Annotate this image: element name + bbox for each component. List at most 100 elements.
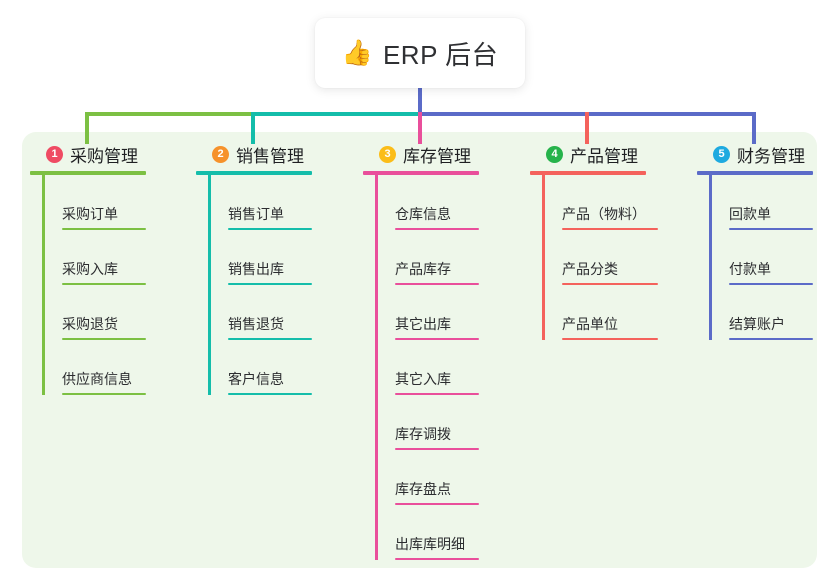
leaf-underline [729, 283, 813, 285]
leaf-item[interactable]: 销售出库 [196, 230, 346, 285]
branch-column-sales: 2 销售管理销售订单销售出库销售退货客户信息 [196, 140, 346, 395]
leaf-underline [729, 228, 813, 230]
leaf-label: 产品分类 [562, 261, 618, 277]
leaf-underline [62, 338, 146, 340]
leaf-item[interactable]: 库存调拨 [363, 395, 513, 450]
drop-finance [752, 112, 756, 144]
leaf-underline [228, 338, 312, 340]
leaf-spine-sales [208, 175, 211, 395]
branch-number-badge-purchasing: 1 [46, 145, 63, 163]
leaf-label: 其它出库 [395, 316, 451, 332]
leaf-item[interactable]: 采购退货 [30, 285, 180, 340]
leaf-item[interactable]: 采购入库 [30, 230, 180, 285]
branch-header-purchasing[interactable]: 1 采购管理 [30, 140, 180, 168]
drop-sales [251, 112, 255, 144]
branch-header-finance[interactable]: 5 财务管理 [697, 140, 827, 168]
branch-column-product: 4 产品管理产品（物料） 产品分类产品单位 [530, 140, 680, 340]
leaf-underline [62, 228, 146, 230]
leaf-item[interactable]: 销售订单 [196, 175, 346, 230]
leaf-label: 仓库信息 [395, 206, 451, 222]
leaf-label: 库存盘点 [395, 481, 451, 497]
drop-purchasing [85, 112, 89, 144]
leaf-underline [228, 393, 312, 395]
leaf-item[interactable]: 付款单 [697, 230, 827, 285]
leaf-label: 库存调拨 [395, 426, 451, 442]
branch-header-product[interactable]: 4 产品管理 [530, 140, 680, 168]
leaf-underline [62, 283, 146, 285]
leaf-spine-inventory [375, 175, 378, 560]
leaf-item[interactable]: 销售退货 [196, 285, 346, 340]
leaf-item[interactable]: 客户信息 [196, 340, 346, 395]
leaf-item[interactable]: 产品单位 [530, 285, 680, 340]
root-stem [418, 88, 422, 116]
branch-title-product: 产品管理 [570, 146, 638, 166]
branch-number-badge-product: 4 [546, 145, 563, 163]
drop-inventory [418, 112, 422, 144]
leaf-label: 采购订单 [62, 206, 118, 222]
leaf-spine-finance [709, 175, 712, 340]
leaf-underline [62, 393, 146, 395]
leaf-underline [395, 503, 479, 505]
root-node-title: ERP 后台 [382, 39, 499, 70]
leaf-label: 付款单 [729, 261, 771, 277]
leaf-underline [395, 448, 479, 450]
root-node-card[interactable]: 👍 ERP 后台 [315, 18, 525, 88]
leaf-label: 产品（物料） [562, 206, 646, 222]
leaf-spine-purchasing [42, 175, 45, 395]
branch-number-badge-sales: 2 [212, 145, 229, 163]
branch-title-sales: 销售管理 [236, 146, 304, 166]
leaf-underline [395, 228, 479, 230]
leaf-underline [228, 283, 312, 285]
leaf-item[interactable]: 仓库信息 [363, 175, 513, 230]
leaf-underline [562, 338, 658, 340]
leaf-underline [562, 228, 658, 230]
thumbs-up-emoji: 👍 [341, 38, 373, 67]
leaf-label: 供应商信息 [62, 371, 132, 387]
mindmap-panel [22, 132, 817, 568]
branch-underline-finance [697, 171, 813, 175]
branch-title-inventory: 库存管理 [403, 146, 471, 166]
leaf-item[interactable]: 库存盘点 [363, 450, 513, 505]
leaf-label: 采购入库 [62, 261, 118, 277]
leaf-item[interactable]: 产品（物料） [530, 175, 680, 230]
leaf-list-finance: 回款单付款单结算账户 [697, 175, 827, 340]
leaf-item[interactable]: 产品分类 [530, 230, 680, 285]
branch-title-purchasing: 采购管理 [70, 146, 138, 166]
leaf-underline [395, 558, 479, 560]
leaf-item[interactable]: 产品库存 [363, 230, 513, 285]
leaf-label: 销售退货 [228, 316, 284, 332]
leaf-underline [729, 338, 813, 340]
leaf-item[interactable]: 采购订单 [30, 175, 180, 230]
branch-underline-purchasing [30, 171, 146, 175]
leaf-list-product: 产品（物料） 产品分类产品单位 [530, 175, 680, 340]
branch-underline-sales [196, 171, 312, 175]
branch-underline-inventory [363, 171, 479, 175]
leaf-item[interactable]: 供应商信息 [30, 340, 180, 395]
bus-segment-green [85, 112, 251, 116]
branch-column-purchasing: 1 采购管理采购订单采购入库采购退货供应商信息 [30, 140, 180, 395]
leaf-underline [228, 228, 312, 230]
leaf-label: 回款单 [729, 206, 771, 222]
leaf-item[interactable]: 其它出库 [363, 285, 513, 340]
branch-column-finance: 5 财务管理回款单付款单结算账户 [697, 140, 827, 340]
branch-number-badge-finance: 5 [713, 145, 730, 163]
leaf-item[interactable]: 其它入库 [363, 340, 513, 395]
leaf-underline [562, 283, 658, 285]
leaf-list-inventory: 仓库信息产品库存其它出库其它入库库存调拨库存盘点出库库明细 [363, 175, 513, 560]
bus-segment-teal [251, 112, 418, 116]
leaf-label: 其它入库 [395, 371, 451, 387]
leaf-label: 销售出库 [228, 261, 284, 277]
leaf-item[interactable]: 回款单 [697, 175, 827, 230]
branch-title-finance: 财务管理 [737, 146, 805, 166]
leaf-item[interactable]: 结算账户 [697, 285, 827, 340]
leaf-label: 客户信息 [228, 371, 284, 387]
leaf-item[interactable]: 出库库明细 [363, 505, 513, 560]
branch-header-sales[interactable]: 2 销售管理 [196, 140, 346, 168]
leaf-label: 销售订单 [228, 206, 284, 222]
leaf-label: 结算账户 [729, 316, 785, 332]
leaf-list-purchasing: 采购订单采购入库采购退货供应商信息 [30, 175, 180, 395]
leaf-underline [395, 283, 479, 285]
drop-product [585, 112, 589, 144]
